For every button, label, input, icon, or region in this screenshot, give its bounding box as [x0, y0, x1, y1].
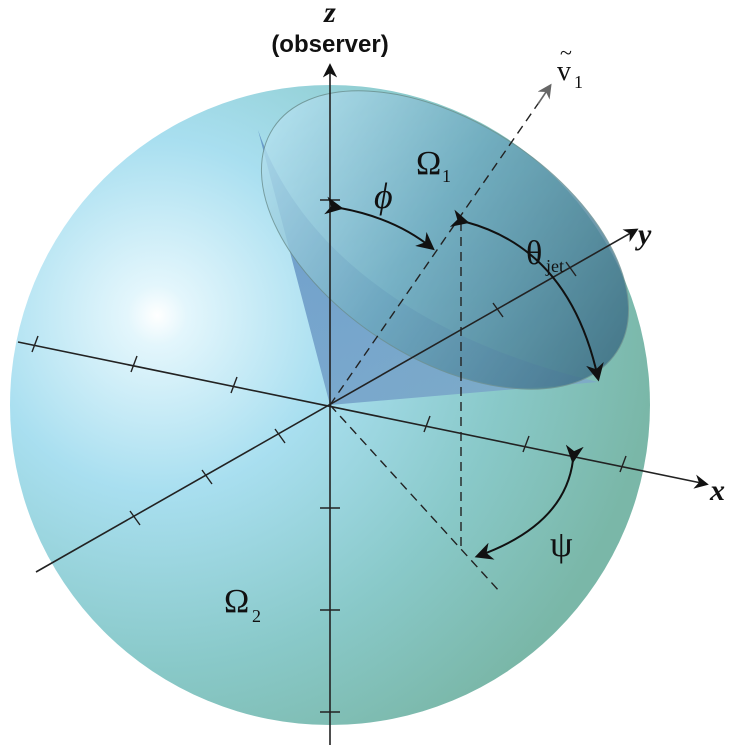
jet-axis-arrow	[537, 83, 552, 105]
omega1-subscript: 1	[442, 166, 451, 186]
y-axis-label: y	[635, 218, 652, 251]
phi-label: ϕ	[374, 176, 393, 216]
omega2-subscript: 2	[252, 606, 261, 626]
theta-subscript: jet	[545, 256, 564, 276]
psi-angle-arc	[474, 444, 584, 560]
x-axis-label: x	[709, 474, 725, 507]
observer-label: (observer)	[271, 31, 388, 58]
theta-jet-angle-arc	[449, 209, 604, 382]
omega2-label: Ω	[224, 583, 249, 620]
omega1-label: Ω	[416, 145, 441, 182]
jet-axis-dashed	[329, 97, 543, 406]
z-axis-label: z	[323, 0, 336, 29]
v1-label: v	[557, 56, 571, 87]
projection-plane-dashed	[329, 404, 501, 593]
theta-label: θ	[526, 235, 542, 272]
phi-angle-arc	[324, 196, 435, 251]
psi-label: ψ	[550, 524, 573, 564]
v1-tilde-label: ~	[560, 40, 572, 65]
v1-subscript: 1	[574, 72, 583, 92]
cone-body	[258, 130, 598, 405]
